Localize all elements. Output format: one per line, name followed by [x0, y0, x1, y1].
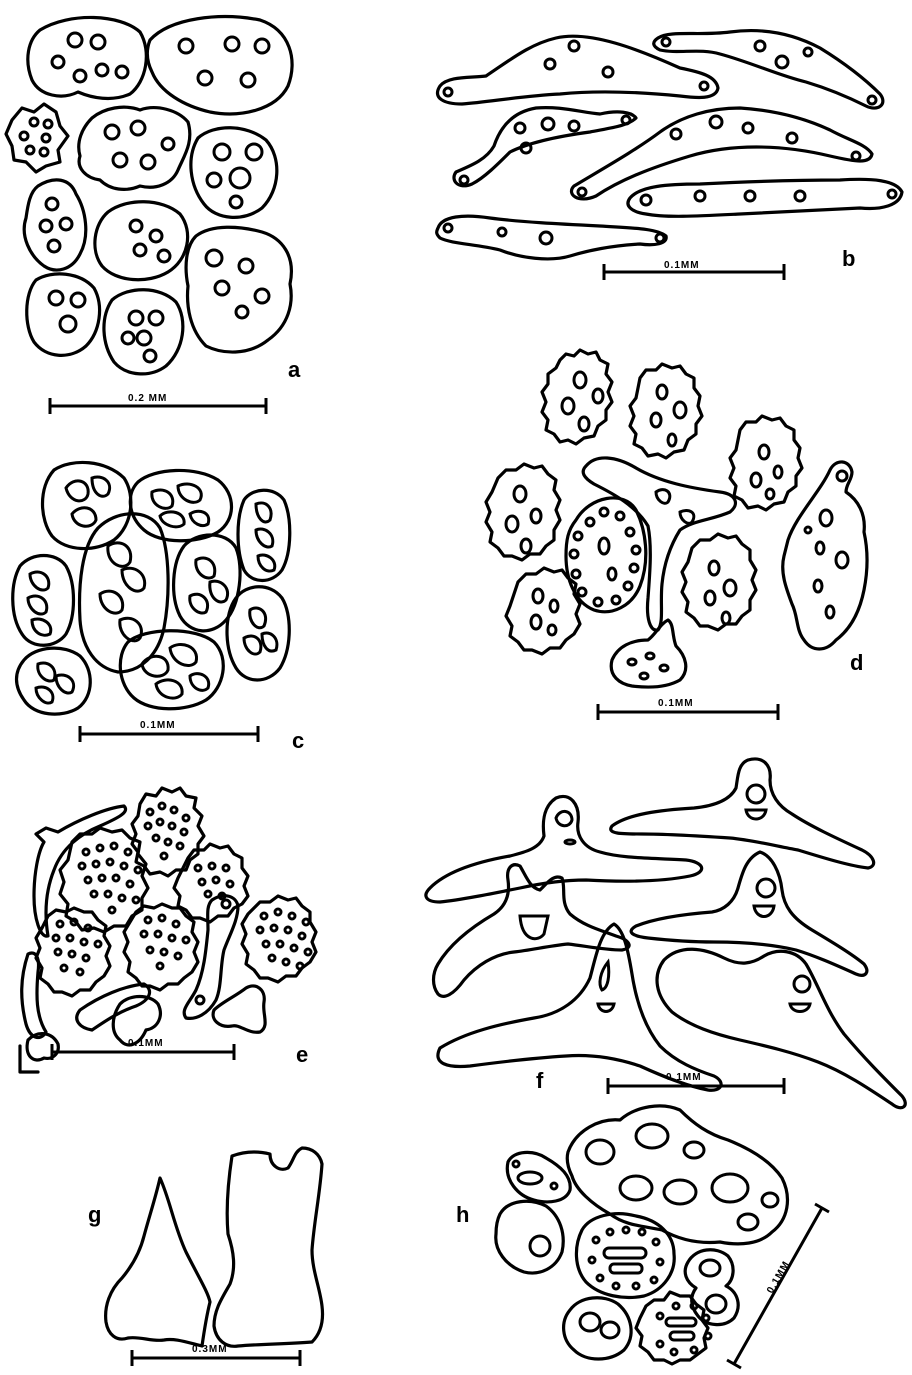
panel-d: d 0.1MM: [486, 350, 867, 720]
cell: [132, 788, 204, 876]
cell: [486, 464, 560, 560]
scale-label: 0.1MM: [128, 1038, 164, 1049]
cell: [783, 462, 867, 649]
cell: [611, 759, 874, 868]
scale-label: 0.2 MM: [128, 393, 167, 404]
cell: [438, 924, 721, 1090]
panel-label: e: [296, 1042, 308, 1067]
cell: [95, 202, 188, 280]
cell: [24, 180, 86, 270]
panel-b: b 0.1MM: [437, 31, 902, 280]
cell: [682, 534, 756, 630]
cell: [174, 535, 240, 631]
panel-label: a: [288, 357, 301, 382]
cell: [191, 128, 277, 218]
panel-f: f 0.1MM: [426, 759, 905, 1108]
cell: [567, 1106, 787, 1244]
scale-label: 0.1MM: [140, 720, 176, 731]
panel-label: c: [292, 728, 304, 753]
cell: [147, 17, 292, 114]
panel-e: e 0.1MM: [20, 788, 316, 1072]
cell: [106, 1178, 210, 1346]
cell: [130, 470, 231, 540]
cell: [213, 986, 265, 1032]
panel-label: g: [88, 1202, 101, 1227]
scale-label: 0.3MM: [192, 1344, 228, 1355]
panel-g: g 0.3MM: [88, 1148, 323, 1366]
scale-label: 0.1MM: [765, 1259, 792, 1295]
cell: [628, 179, 902, 216]
scale-label: 0.1MM: [664, 260, 700, 271]
cell: [214, 1148, 323, 1346]
scale-label: 0.1MM: [666, 1072, 702, 1083]
panel-label: b: [842, 246, 855, 271]
cell: [6, 104, 68, 172]
cell: [186, 227, 291, 352]
cell: [43, 462, 131, 548]
panel-c: c 0.1MM: [13, 462, 305, 753]
cell: [496, 1201, 563, 1273]
panel-a: a 0.2 MM: [6, 17, 301, 414]
panel-label: d: [850, 650, 863, 675]
panel-h: h 0.1MM: [456, 1106, 829, 1368]
scale-label: 0.1MM: [658, 698, 694, 709]
cell: [27, 274, 100, 355]
cell: [28, 17, 146, 98]
cell: [630, 364, 702, 458]
panel-label: h: [456, 1202, 469, 1227]
panel-label: f: [536, 1068, 544, 1093]
cell: [124, 904, 198, 990]
